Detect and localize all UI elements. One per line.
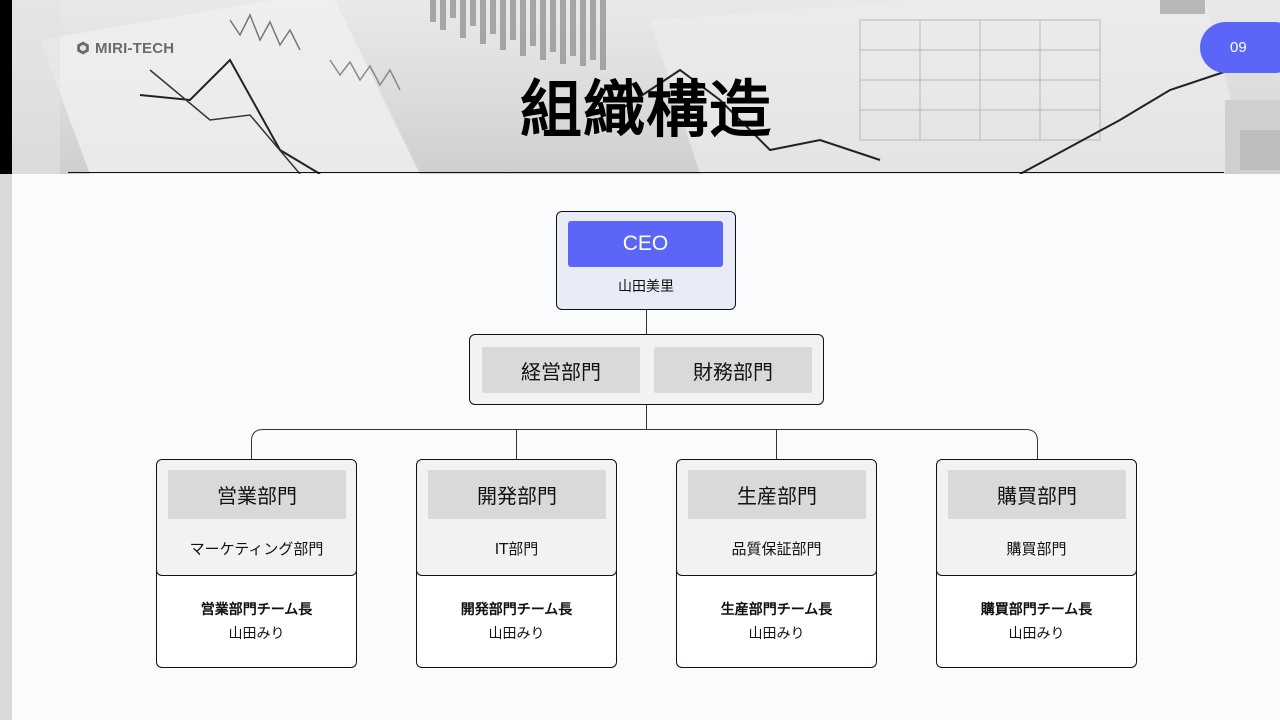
brand-logo: MIRI-TECH <box>76 38 174 58</box>
department-lead-name: 山田みり <box>1008 626 1065 642</box>
department-label: 開発部門 <box>428 470 606 519</box>
department-label: 生産部門 <box>688 470 866 519</box>
finance-chip: 財務部門 <box>654 347 812 393</box>
department-lead-box: 開発部門チーム長 山田みり <box>416 571 617 668</box>
department-lead-title: 購買部門チーム長 <box>980 602 1093 618</box>
page-title: 組織構造 <box>519 73 772 146</box>
page-number-badge: 09 <box>1200 22 1280 73</box>
department-header: 生産部門 品質保証部門 <box>676 459 877 576</box>
department-sub: 購買部門 <box>1006 540 1067 558</box>
department-node-development: 開発部門 IT部門 開発部門チーム長 山田みり <box>416 459 617 668</box>
department-lead-title: 営業部門チーム長 <box>200 602 313 618</box>
department-sub: IT部門 <box>494 540 539 558</box>
ceo-name: 山田美里 <box>618 279 674 295</box>
ceo-role-label: CEO <box>568 221 723 267</box>
department-node-production: 生産部門 品質保証部門 生産部門チーム長 山田みり <box>676 459 877 668</box>
department-lead-box: 営業部門チーム長 山田みり <box>156 571 357 668</box>
header-background-image <box>0 0 1280 174</box>
department-node-sales: 営業部門 マーケティング部門 営業部門チーム長 山田みり <box>156 459 357 668</box>
department-label: 営業部門 <box>168 470 346 519</box>
department-header: 営業部門 マーケティング部門 <box>156 459 357 576</box>
ceo-node: CEO 山田美里 <box>556 211 736 310</box>
management-node: 経営部門 財務部門 <box>469 334 824 405</box>
hexagon-logo-icon <box>76 41 90 55</box>
department-sub: 品質保証部門 <box>731 540 822 558</box>
department-lead-name: 山田みり <box>228 626 285 642</box>
department-lead-name: 山田みり <box>488 626 545 642</box>
department-header: 購買部門 購買部門 <box>936 459 1137 576</box>
department-lead-name: 山田みり <box>748 626 805 642</box>
department-sub: マーケティング部門 <box>189 540 324 558</box>
department-lead-title: 開発部門チーム長 <box>460 602 573 618</box>
left-accent-bar <box>0 0 12 174</box>
page-number: 09 <box>1230 39 1247 56</box>
header-photo-graphic <box>0 0 1280 174</box>
management-chip: 経営部門 <box>482 347 640 393</box>
department-lead-box: 生産部門チーム長 山田みり <box>676 571 877 668</box>
left-side-bar <box>0 174 12 720</box>
department-label: 購買部門 <box>948 470 1126 519</box>
department-lead-box: 購買部門チーム長 山田みり <box>936 571 1137 668</box>
brand-name: MIRI-TECH <box>95 39 175 57</box>
department-header: 開発部門 IT部門 <box>416 459 617 576</box>
header-divider <box>68 172 1224 173</box>
department-node-purchasing: 購買部門 購買部門 購買部門チーム長 山田みり <box>936 459 1137 668</box>
department-lead-title: 生産部門チーム長 <box>720 602 833 618</box>
